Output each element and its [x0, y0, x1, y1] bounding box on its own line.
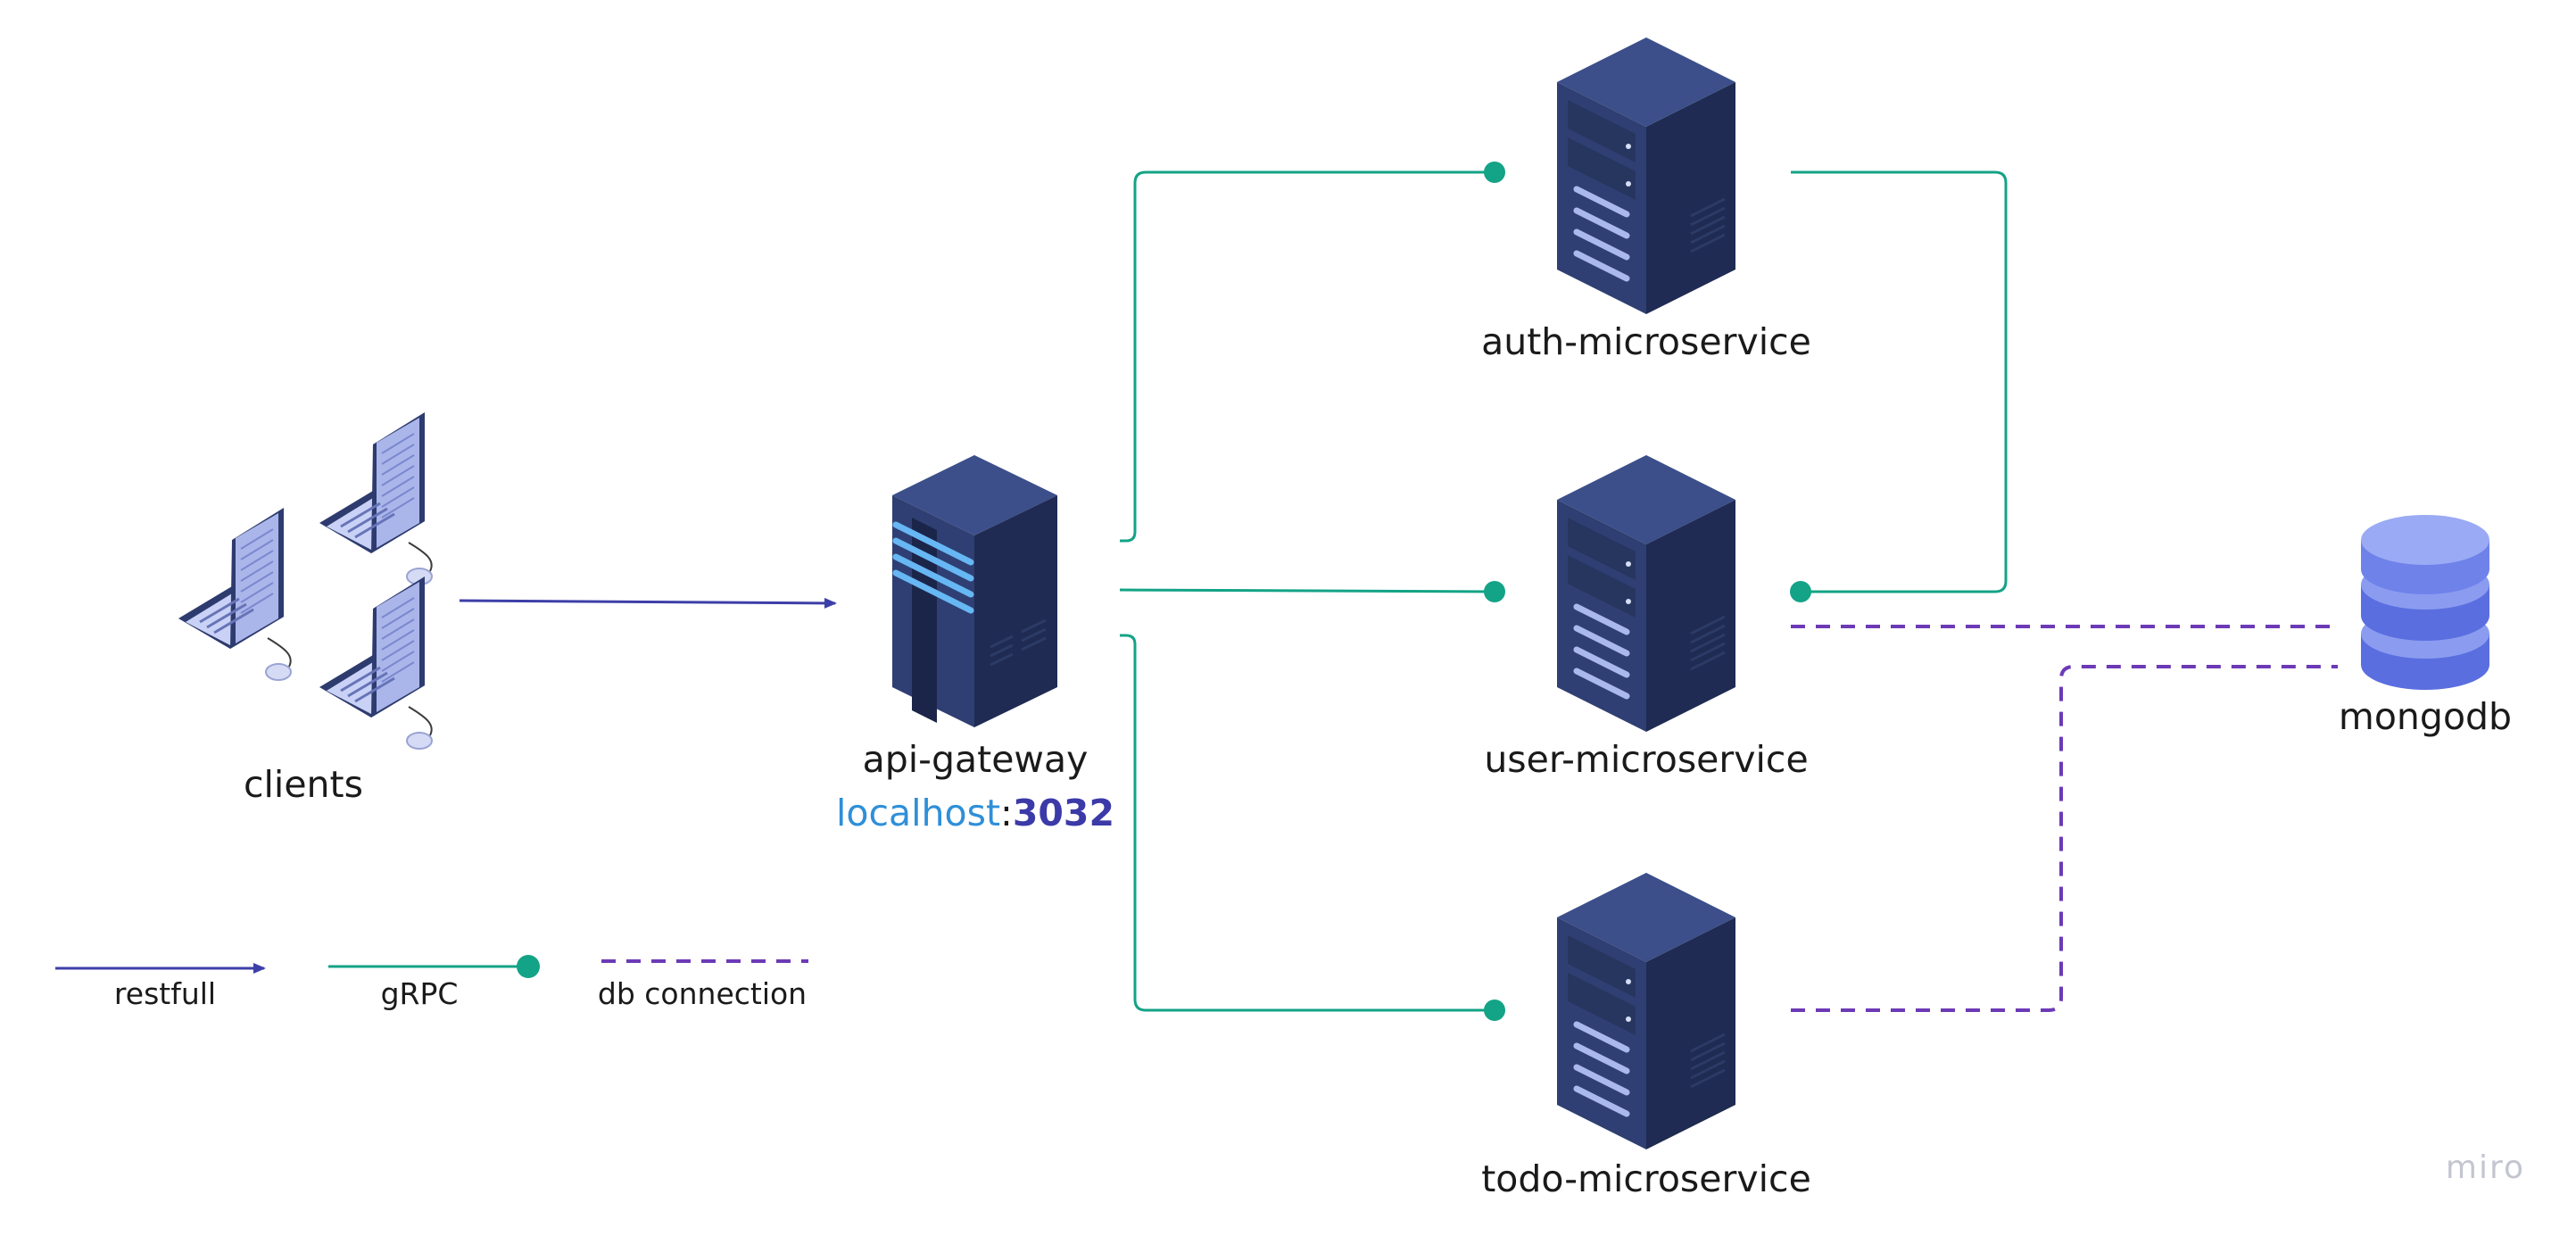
db-edge-todo-mongodb: [1791, 665, 2338, 1012]
miro-watermark: miro: [2446, 1149, 2525, 1186]
clients-group: [177, 411, 434, 751]
host-name: localhost: [836, 792, 1000, 834]
grpc-endpoint-user: [1484, 581, 1505, 602]
auth-server-icon: [1557, 37, 1735, 314]
mongodb-label: mongodb: [2339, 695, 2512, 738]
legend-db-label: db connection: [598, 976, 807, 1011]
grpc-endpoint-user-from-auth: [1790, 581, 1811, 602]
user-microservice-label: user-microservice: [1484, 738, 1808, 781]
grpc-edge-gateway-todo: [1120, 634, 1495, 1012]
restfull-edge-clients-gateway: [459, 597, 837, 609]
clients-label: clients: [244, 763, 363, 806]
todo-microservice-label: todo-microservice: [1481, 1157, 1811, 1200]
todo-server-icon: [1557, 873, 1735, 1149]
grpc-edge-auth-user: [1791, 170, 2008, 593]
auth-microservice-label: auth-microservice: [1481, 320, 1811, 363]
legend-grpc-label: gRPC: [381, 976, 459, 1011]
grpc-edge-gateway-user: [1119, 588, 1495, 593]
grpc-endpoint-todo: [1484, 1000, 1505, 1021]
laptop-icon: [177, 506, 293, 682]
host-port: 3032: [1013, 792, 1114, 834]
database-icon: [2361, 515, 2489, 690]
grpc-endpoint-auth: [1484, 162, 1505, 183]
laptop-icon: [318, 575, 434, 751]
api-gateway-label: api-gateway: [863, 738, 1089, 781]
user-server-icon: [1557, 455, 1735, 732]
legend-restfull-label: restfull: [114, 976, 216, 1011]
grpc-edge-gateway-auth: [1120, 170, 1495, 543]
legend: restfull gRPC db connection: [55, 955, 808, 1011]
laptop-icon: [318, 411, 434, 586]
gateway-server-icon: [892, 455, 1057, 727]
host-separator: :: [1000, 792, 1013, 834]
legend-grpc-dot: [517, 955, 540, 978]
api-gateway-host: localhost:3032: [836, 792, 1114, 834]
